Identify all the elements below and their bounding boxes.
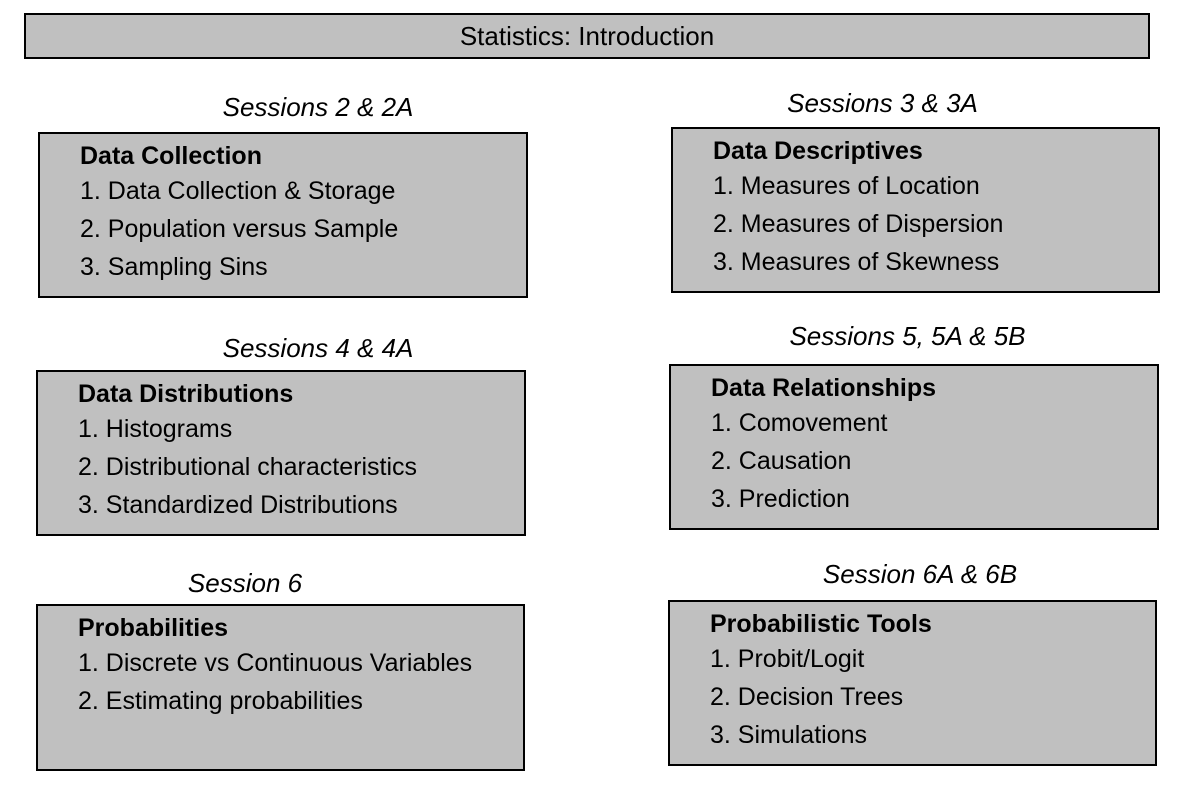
list-item: 1. Discrete vs Continuous Variables — [78, 649, 473, 677]
topic-list: 1. Measures of Location 2. Measures of D… — [713, 167, 1158, 281]
topic-heading: Data Relationships — [711, 374, 937, 402]
topic-box-data-relationships: Data Relationships 1. Comovement 2. Caus… — [669, 364, 1159, 530]
topic-heading: Probabilities — [78, 614, 229, 642]
session-label-data-collection: Sessions 2 & 2A — [222, 92, 414, 122]
topic-list: 1. Discrete vs Continuous Variables 2. E… — [78, 644, 523, 720]
topic-heading: Data Descriptives — [713, 137, 923, 165]
list-item: 1. Data Collection & Storage — [80, 177, 396, 205]
list-item: 1. Probit/Logit — [710, 645, 865, 673]
list-item: 3. Prediction — [711, 485, 850, 513]
list-item: 2. Population versus Sample — [80, 215, 399, 243]
topic-heading: Data Collection — [80, 142, 262, 170]
list-item: 2. Causation — [711, 447, 852, 475]
list-item: 2. Estimating probabilities — [78, 687, 363, 715]
topic-list: 1. Data Collection & Storage 2. Populati… — [80, 172, 526, 286]
list-item: 2. Measures of Dispersion — [713, 210, 1004, 238]
list-item: 3. Measures of Skewness — [713, 248, 1000, 276]
topic-box-probabilistic-tools: Probabilistic Tools 1. Probit/Logit 2. D… — [668, 600, 1157, 766]
topic-heading: Probabilistic Tools — [710, 610, 932, 638]
list-item: 1. Comovement — [711, 409, 888, 437]
topic-list: 1. Histograms 2. Distributional characte… — [78, 410, 524, 524]
session-label-data-descriptives: Sessions 3 & 3A — [787, 88, 978, 118]
topic-box-probabilities: Probabilities 1. Discrete vs Continuous … — [36, 604, 525, 771]
session-label-data-relationships: Sessions 5, 5A & 5B — [789, 321, 1026, 351]
list-item: 1. Measures of Location — [713, 172, 980, 200]
diagram-title: Statistics: Introduction — [24, 13, 1150, 59]
topic-heading: Data Distributions — [78, 380, 294, 408]
list-item: 2. Distributional characteristics — [78, 453, 418, 481]
topic-box-data-collection: Data Collection 1. Data Collection & Sto… — [38, 132, 528, 298]
session-label-probabilistic-tools: Session 6A & 6B — [822, 559, 1018, 589]
topic-box-data-descriptives: Data Descriptives 1. Measures of Locatio… — [671, 127, 1160, 293]
list-item: 2. Decision Trees — [710, 683, 904, 711]
topic-box-data-distributions: Data Distributions 1. Histograms 2. Dist… — [36, 370, 526, 536]
session-label-data-distributions: Sessions 4 & 4A — [222, 333, 414, 363]
list-item: 3. Simulations — [710, 721, 868, 749]
list-item: 3. Standardized Distributions — [78, 491, 398, 519]
topic-list: 1. Comovement 2. Causation 3. Prediction — [711, 404, 1157, 518]
topic-list: 1. Probit/Logit 2. Decision Trees 3. Sim… — [710, 640, 1155, 754]
list-item: 3. Sampling Sins — [80, 253, 268, 281]
list-item: 1. Histograms — [78, 415, 233, 443]
session-label-probabilities: Session 6 — [187, 568, 303, 598]
